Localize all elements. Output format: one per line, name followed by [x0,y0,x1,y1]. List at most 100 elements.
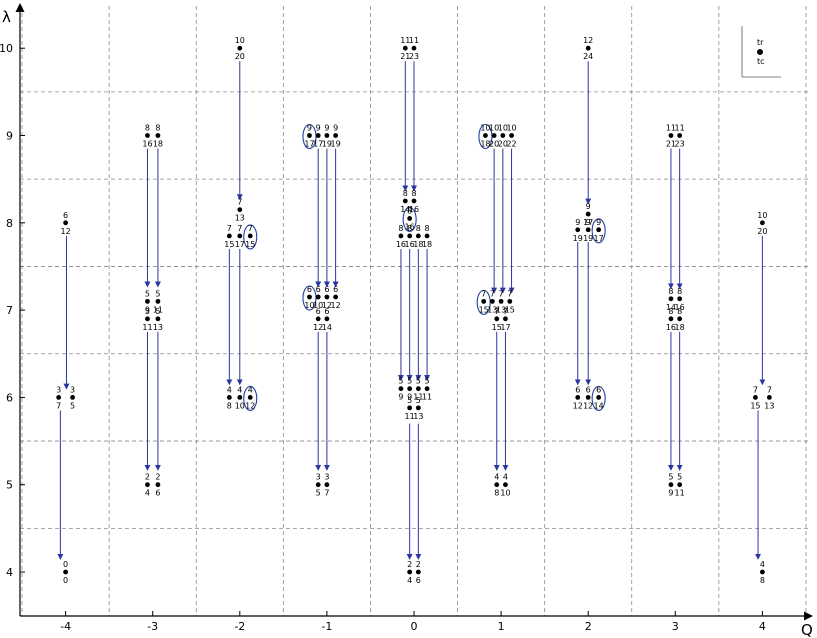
state-points: 6123735008168185951151151324261020713715… [56,36,774,585]
state-point: 11 23 [409,36,419,61]
state-bottom-label: 19 [573,234,583,243]
state-bottom-label: 12 [583,401,593,410]
state-dot [677,316,683,322]
state-bottom-label: 15 [224,240,234,249]
state-dot [247,233,253,239]
state-dot [324,294,330,300]
state-top-label: 11 [409,36,419,45]
state-dot [307,294,312,300]
x-tick-label: -2 [234,620,245,633]
state-top-label: 8 [398,224,403,233]
state-dot [407,405,413,411]
state-top-label: 6 [316,285,321,294]
state-bottom-label: 16 [396,240,406,249]
state-point: 818 [675,307,685,332]
state-dot [407,216,413,221]
state-bottom-label: 5 [70,401,75,410]
state-bottom-label: 16 [142,140,152,149]
state-dot [677,296,683,302]
state-top-label: 8 [425,224,430,233]
state-top-label: 7 [237,224,242,233]
highlight-ellipse [302,123,317,150]
state-point: 612 [573,385,583,410]
state-top-label: 10 [489,124,499,133]
state-point: 9 17 [304,124,314,149]
state-point: 511 [142,307,152,332]
state-point: 612 [331,285,341,310]
state-point: 816 [405,224,415,249]
state-top-label: 11 [400,36,410,45]
x-tick-label: 2 [585,620,592,633]
state-top-label: 8 [403,189,408,198]
state-point: 24 [145,473,150,498]
state-point: 715 [492,307,502,332]
state-point: 35 [70,385,75,410]
state-bottom-label: 13 [413,412,423,421]
state-bottom-label: 13 [235,214,245,223]
state-bottom-label: 18 [422,240,432,249]
state-top-label: 2 [407,560,412,569]
state-bottom-label: 20 [757,227,767,236]
state-dot [237,45,243,51]
state-top-label: 6 [333,285,338,294]
state-dot [315,294,321,300]
state-bottom-label: 17 [304,140,314,149]
state-top-label: 10 [480,124,490,133]
state-dot [668,482,674,488]
state-point: 00 [63,560,68,585]
state-point: 614 [594,385,604,410]
state-bottom-label: 8 [227,401,232,410]
state-dot [155,298,161,304]
state-bottom-label: 10 [304,301,314,310]
state-top-label: 6 [324,307,329,316]
state-bottom-label: 15 [479,305,489,314]
state-top-label: 6 [63,211,68,220]
y-tick-label: 6 [6,391,13,404]
highlight-ellipse [478,123,493,150]
state-dot [307,133,312,138]
state-bottom-label: 23 [409,52,419,61]
state-top-label: 9 [586,202,591,211]
state-top-label: 7 [237,198,242,207]
state-dot [503,482,508,488]
state-dot [585,395,591,400]
state-top-label: 7 [767,385,772,394]
state-dot [753,395,758,400]
state-top-label: 10 [498,124,508,133]
legend-dot [757,49,763,55]
state-top-label: 9 [307,124,312,133]
state-point: 814 [666,287,676,312]
state-bottom-label: 12 [245,401,255,410]
state-bottom-label: 12 [322,301,332,310]
state-top-label: 3 [56,385,61,394]
state-dot [226,395,232,400]
state-bottom-label: 4 [407,576,412,585]
state-bottom-label: 20 [489,140,499,149]
y-tick-label: 10 [0,42,13,55]
x-tick-label: -4 [60,620,71,633]
state-point: 919 [583,218,593,243]
state-bottom-label: 6 [155,489,160,498]
state-dot [500,133,506,138]
state-dot [324,133,330,138]
state-point: 35 [316,473,321,498]
state-dot [503,316,508,322]
state-top-label: 7 [753,385,758,394]
y-tick-label: 9 [6,130,13,143]
state-dot [315,482,321,488]
state-top-label: 5 [416,377,421,386]
state-top-label: 2 [155,473,160,482]
state-point: 816 [409,189,419,214]
state-top-label: 3 [316,473,321,482]
state-bottom-label: 12 [573,401,583,410]
x-tick-label: -3 [147,620,158,633]
state-bottom-label: 15 [245,240,255,249]
state-top-label: 8 [677,287,682,296]
state-top-label: 5 [407,377,412,386]
state-bottom-label: 19 [331,140,341,149]
state-top-label: 8 [677,307,682,316]
state-top-label: 9 [596,218,601,227]
